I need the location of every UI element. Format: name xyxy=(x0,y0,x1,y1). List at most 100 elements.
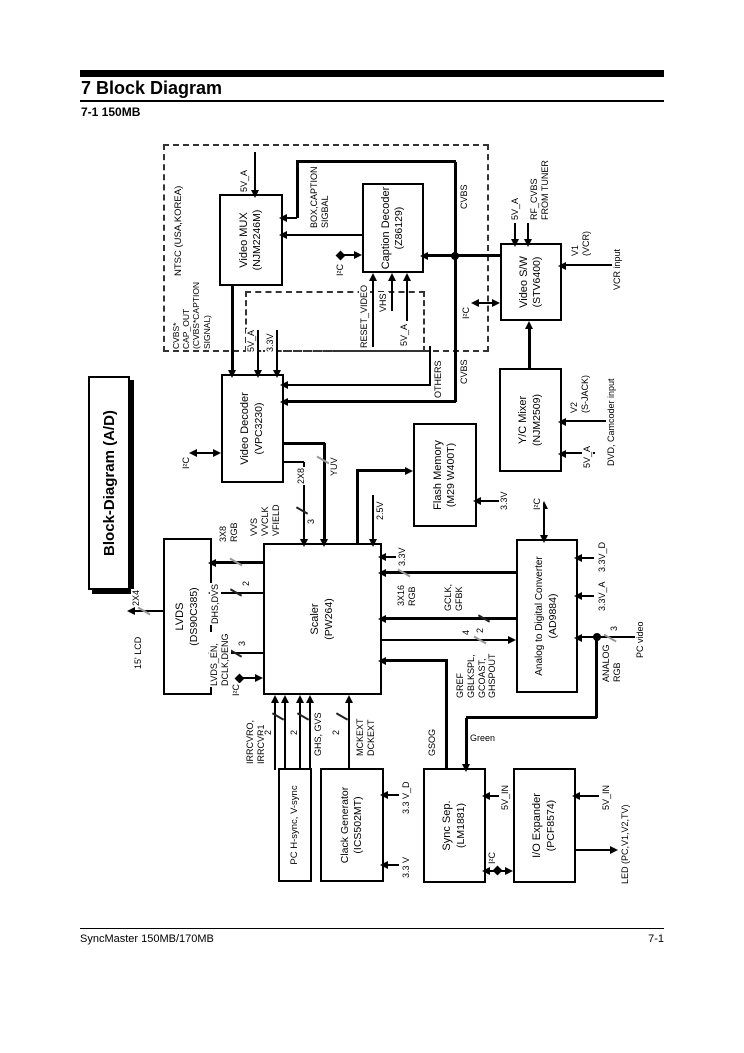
label-rf-cvbs: RF_CVBS FROM TUNER xyxy=(529,159,551,221)
block-io-expander: I/O Expander (PCF8574) xyxy=(513,768,576,883)
wire-mckext xyxy=(348,702,350,770)
arrowhead xyxy=(610,846,618,854)
wire xyxy=(582,557,594,559)
wire xyxy=(372,495,374,539)
arrowhead xyxy=(280,398,288,406)
wire-irrcvr xyxy=(274,702,276,770)
label-others: OTHERS xyxy=(433,359,444,399)
arrowhead xyxy=(254,370,262,378)
wire xyxy=(386,556,396,558)
wire-cvbs-rail xyxy=(454,162,457,256)
header-rule xyxy=(80,100,664,102)
count-gref: 4 xyxy=(461,629,471,635)
wire-gref xyxy=(382,639,508,641)
block-video-mux: Video MUX (NJM2246M) xyxy=(219,194,283,286)
label-pc-video: PC video xyxy=(635,620,646,659)
block-name: Clack Generator xyxy=(338,786,351,864)
arrowhead xyxy=(251,190,259,198)
label-vcr-input: VCR input xyxy=(612,247,623,291)
wire-led xyxy=(576,849,610,851)
arrowhead xyxy=(345,695,353,703)
wire xyxy=(276,330,278,370)
block-video-sw: Video S/W (STV6400) xyxy=(500,243,562,321)
wire xyxy=(406,281,408,321)
label-gref: GREF GBLKSPL, GCOAST, GHSPOUT xyxy=(455,652,499,699)
label-ghs: GHS, GVS xyxy=(313,711,324,757)
wire-v2 xyxy=(566,420,610,422)
block-part: (M29 W400T) xyxy=(445,442,458,508)
label-25v: 2.5V xyxy=(375,500,386,521)
arrowhead xyxy=(492,299,500,307)
block-sync-sep: Sync Sep. (LM1881) xyxy=(423,768,486,883)
arrowhead xyxy=(208,559,216,567)
arrowhead xyxy=(378,569,386,577)
wire xyxy=(481,500,499,502)
label-dvd-input: DVD, Camcoder input xyxy=(606,377,617,467)
arrowhead xyxy=(505,867,513,875)
arrowhead xyxy=(300,539,308,547)
arrowhead xyxy=(354,251,362,259)
block-video-decoder: Video Decoder (VPC3230) xyxy=(221,374,284,483)
arrowhead xyxy=(558,418,566,426)
block-name: PC H-sync, V-sync xyxy=(289,785,301,865)
count-irrcvr: 2 xyxy=(263,729,273,735)
diagram-title: Block-Diagram (A/D) xyxy=(100,410,118,556)
arrowhead xyxy=(405,467,413,475)
arrowhead xyxy=(511,239,519,247)
footer-page-number: 7-1 xyxy=(648,933,664,945)
wire xyxy=(582,595,594,597)
block-pc-sync: PC H-sync, V-sync xyxy=(278,768,312,882)
arrowhead xyxy=(280,381,288,389)
label-2x4: 2X4 xyxy=(131,588,142,607)
block-part: (NJM2246M) xyxy=(251,209,264,271)
label-ntsc: NTSC (USA,KOREA) xyxy=(173,184,185,277)
label-v2: V2 (S-JACK) xyxy=(569,374,591,414)
count-mckext: 2 xyxy=(331,729,341,735)
arrowhead xyxy=(482,792,490,800)
count-analog: 3 xyxy=(609,625,619,631)
label-analog-rgb: ANALOG RGB xyxy=(601,643,623,683)
arrowhead xyxy=(369,539,377,547)
wire-capout xyxy=(231,286,234,370)
arrowhead xyxy=(378,615,386,623)
wire-gsog xyxy=(386,659,447,662)
label-mux-5v: 5V_A xyxy=(239,168,250,193)
block-name: LVDS xyxy=(174,602,187,631)
block-clock-generator: Clack Generator (ICS502MT) xyxy=(320,768,384,882)
bus-slash xyxy=(335,712,349,721)
label-adc-33va: 3.3V_A xyxy=(597,580,608,612)
wire-gsog xyxy=(445,659,448,772)
arrowhead xyxy=(380,861,388,869)
block-name: Sync Sep. xyxy=(441,800,454,851)
label-cvbs-right: CVBS xyxy=(459,183,470,210)
block-adc: Analog to Digital Converter (AD9884) xyxy=(516,539,578,693)
label-i2c-scaler: I²C xyxy=(231,683,242,697)
label-2x8: 2X8 xyxy=(296,466,307,485)
header-bar xyxy=(80,70,664,77)
wire xyxy=(288,400,456,403)
block-yc-mixer: Y/C Mixer (NJM2509) xyxy=(499,368,562,472)
arrowhead xyxy=(281,695,289,703)
wire-gclk xyxy=(386,617,516,620)
i2c-diamond xyxy=(492,865,503,876)
count-vvs: 3 xyxy=(306,518,316,524)
count-lvds-en: 3 xyxy=(237,640,247,646)
count-gclk: 2 xyxy=(475,627,485,633)
block-name: Flash Memory xyxy=(431,440,444,510)
label-vhs: VHS xyxy=(378,292,389,313)
label-box-caption: BOX,CAPTION SIGBAL xyxy=(309,165,331,229)
block-name: Caption Decoder xyxy=(379,186,392,270)
label-vd-5v: 5V_A xyxy=(246,328,257,353)
arrowhead xyxy=(420,252,428,260)
label-i2c-ss: I²C xyxy=(487,851,498,865)
arrowhead xyxy=(524,239,532,247)
label-yc-5v: 5V_A xyxy=(582,444,593,469)
arrowhead xyxy=(462,764,470,772)
block-caption-decoder: Caption Decoder (Z86129) xyxy=(362,183,424,273)
label-lcd: 15' LCD xyxy=(133,635,144,670)
block-part: (Z86129) xyxy=(393,206,406,250)
arrowhead xyxy=(380,791,388,799)
block-name: Video S/W xyxy=(517,256,530,308)
arrowhead xyxy=(388,273,396,281)
